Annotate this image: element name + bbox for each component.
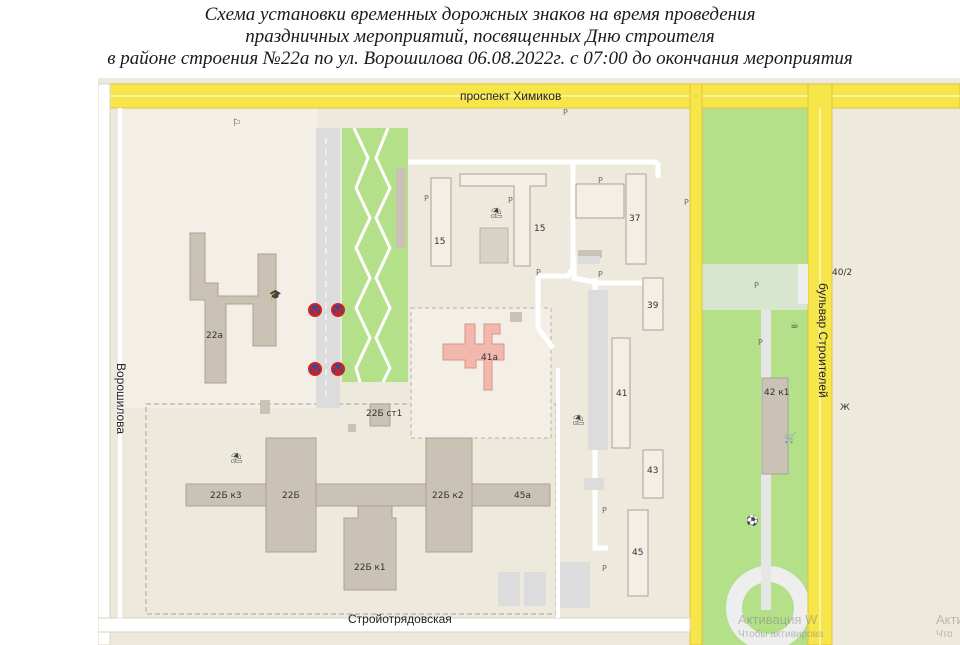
label-40-2: 40/2: [832, 268, 853, 278]
playground-icon[interactable]: ⛱: [490, 208, 503, 219]
cafe-icon[interactable]: ☕: [790, 320, 799, 331]
building-45a: [471, 483, 551, 507]
info-icon[interactable]: ⚐: [232, 118, 241, 129]
label-22a: 22а: [206, 331, 223, 341]
road-vertical-1: [689, 83, 703, 645]
parking-marker: P: [684, 198, 689, 207]
school-icon[interactable]: 🎓: [269, 290, 282, 301]
building-43: [642, 449, 664, 499]
building-37: [625, 173, 647, 265]
park-strip: [342, 128, 408, 382]
label-43: 43: [647, 466, 659, 476]
parking-marker: P: [563, 108, 568, 117]
no-stopping-sign[interactable]: [308, 362, 322, 376]
parking-marker: P: [602, 564, 607, 573]
street-label-khimikov: проспект Химиков: [460, 89, 562, 103]
block-41a-perimeter: [410, 307, 552, 439]
title-line-1: Схема установки временных дорожных знако…: [204, 4, 756, 25]
street-label-bulvar-stroiteley: бульвар Строителей: [816, 283, 830, 398]
building-45: [627, 509, 649, 597]
no-stopping-sign[interactable]: [308, 303, 322, 317]
building-22b-k3: [185, 483, 267, 507]
building-41: [611, 337, 631, 449]
label-41a: 41а: [481, 353, 498, 363]
watermark-line-2: Чтобы активирова: [738, 629, 824, 640]
building-22b-k2: [425, 437, 473, 553]
map-base: [98, 78, 960, 645]
label-45a: 45а: [514, 491, 531, 501]
label-39: 39: [647, 301, 659, 311]
building-22a: [189, 232, 277, 384]
parking-marker: P: [598, 176, 603, 185]
playground-icon[interactable]: ⛱: [572, 415, 585, 426]
road-voroshilova: [98, 83, 111, 645]
building-42k1: [761, 377, 789, 475]
label-37: 37: [629, 214, 641, 224]
parking-marker: P: [598, 270, 603, 279]
no-stopping-sign[interactable]: [331, 303, 345, 317]
label-edge-zh: Ж: [840, 403, 850, 413]
label-15-right: 15: [534, 224, 546, 234]
parking-marker: P: [754, 281, 759, 290]
label-15-left: 15: [434, 237, 446, 247]
label-22b-k1: 22Б к1: [354, 563, 386, 573]
parking-marker: P: [508, 196, 513, 205]
label-22b-k3: 22Б к3: [210, 491, 242, 501]
label-22b: 22Б: [282, 491, 300, 501]
map-canvas[interactable]: проспект Химиков Ворошилова Стройотрядов…: [98, 78, 960, 645]
parking-marker: P: [758, 338, 763, 347]
sports-icon[interactable]: ⚽: [746, 516, 759, 527]
watermark-line-3: Акти: [936, 612, 960, 627]
no-stopping-sign[interactable]: [331, 362, 345, 376]
playground-icon[interactable]: ⛱: [230, 453, 243, 464]
label-41: 41: [616, 389, 628, 399]
label-22b-st1: 22Б ст1: [366, 409, 403, 419]
building-15-right: [459, 173, 547, 267]
park-right-upper: [702, 108, 808, 264]
label-42k1: 42 к1: [764, 388, 790, 398]
shop-icon[interactable]: 🛒: [784, 433, 797, 444]
label-45: 45: [632, 548, 644, 558]
parking-marker: P: [602, 506, 607, 515]
road-stroiotryadovskaya: [98, 617, 691, 633]
street-label-stroiotryadovskaya: Стройотрядовская: [348, 612, 452, 626]
parking-marker: P: [536, 268, 541, 277]
building-22b-k1: [343, 505, 397, 591]
street-label-voroshilova: Ворошилова: [114, 363, 128, 435]
building-39: [642, 277, 664, 331]
title-line-2: праздничных мероприятий, посвященных Дню…: [245, 26, 715, 47]
watermark-line-4: Что: [936, 629, 953, 640]
building-22b-st1: [369, 403, 391, 427]
watermark-line-1: Активация W: [738, 612, 818, 627]
label-22b-k2: 22Б к2: [432, 491, 464, 501]
building-15-left: [430, 177, 452, 267]
title-line-3: в районе строения №22а по ул. Ворошилова…: [107, 48, 853, 69]
parking-marker: P: [424, 194, 429, 203]
building-41a: [442, 323, 505, 391]
map-title: Схема установки временных дорожных знако…: [0, 4, 960, 70]
